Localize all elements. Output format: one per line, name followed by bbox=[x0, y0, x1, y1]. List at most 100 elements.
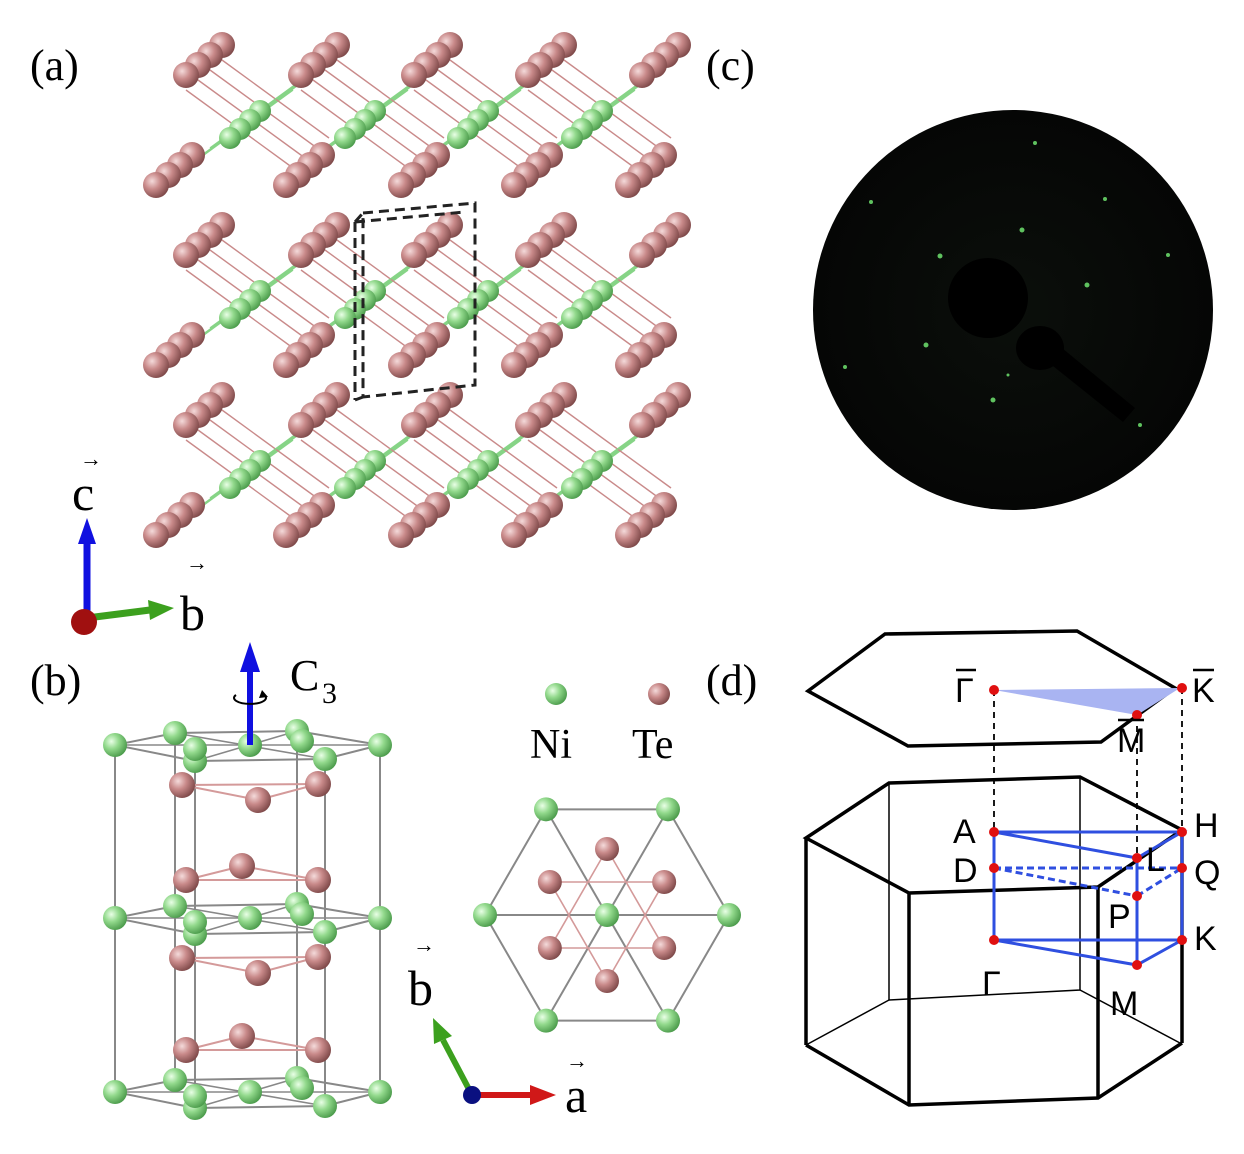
ni-atom bbox=[313, 1094, 337, 1118]
legend-te-label: Te bbox=[632, 722, 673, 768]
te-star-triangle bbox=[548, 881, 666, 983]
a-axis-label-b: a bbox=[565, 1067, 587, 1123]
ni-atom bbox=[447, 477, 469, 499]
te-atom bbox=[173, 62, 199, 88]
legend-te-sphere bbox=[648, 683, 670, 705]
te-atom bbox=[143, 352, 169, 378]
ni-atom bbox=[561, 477, 583, 499]
high-symmetry-path bbox=[992, 830, 1188, 967]
surface-bz-hexagon bbox=[804, 629, 1179, 748]
te-atom bbox=[288, 412, 314, 438]
te-atom bbox=[537, 936, 562, 960]
ni-atom bbox=[163, 894, 187, 918]
ni-atom bbox=[334, 477, 356, 499]
te-triangle bbox=[185, 864, 319, 881]
ni-atom bbox=[534, 1008, 558, 1033]
high-symmetry-points bbox=[989, 683, 1187, 970]
ni-atom bbox=[290, 902, 314, 926]
label-m-bar: M bbox=[1117, 722, 1145, 760]
ni-atom bbox=[219, 127, 241, 149]
panel-b-label: (b) bbox=[30, 656, 81, 705]
a-vector-arrow-b: → bbox=[566, 1048, 588, 1073]
point-q bbox=[1177, 863, 1187, 873]
panel-d-brillouin-zone: (d) bbox=[706, 629, 1220, 1107]
panel-b-unit-cell: (b) C 3 Ni Te b → a bbox=[30, 642, 741, 1123]
point-k bbox=[1177, 935, 1187, 945]
ni-atom bbox=[334, 127, 356, 149]
te-atom bbox=[515, 242, 541, 268]
te-atom bbox=[169, 772, 195, 798]
b-axis-label: b bbox=[180, 585, 205, 641]
te-atom bbox=[305, 867, 331, 893]
ni-atom bbox=[163, 1068, 187, 1092]
label-h: H bbox=[1194, 807, 1219, 845]
label-p: P bbox=[1108, 898, 1131, 936]
te-atom bbox=[273, 352, 299, 378]
te-atom bbox=[229, 853, 255, 879]
ni-atom bbox=[313, 920, 337, 944]
c-vector-arrow: → bbox=[80, 446, 102, 471]
ni-atom bbox=[534, 797, 558, 822]
te-atom bbox=[629, 242, 655, 268]
te-atom bbox=[273, 172, 299, 198]
te-atom bbox=[515, 412, 541, 438]
te-atom bbox=[401, 412, 427, 438]
ni-atom bbox=[290, 729, 314, 753]
point-h bbox=[1177, 827, 1187, 837]
electron-gun-shadow bbox=[948, 258, 1135, 422]
label-l: L bbox=[1146, 841, 1165, 879]
point-d bbox=[989, 863, 999, 873]
ni-atom bbox=[183, 910, 207, 934]
axes-indicator-b: b → a → bbox=[408, 932, 588, 1123]
ni-atom bbox=[717, 903, 741, 927]
ni-atom bbox=[219, 307, 241, 329]
te-atom bbox=[288, 62, 314, 88]
te-triangle bbox=[181, 783, 319, 802]
point-gamma-bar bbox=[989, 685, 999, 695]
te-atom bbox=[288, 242, 314, 268]
te-star-triangle bbox=[548, 847, 666, 949]
a-axis-dot bbox=[71, 609, 97, 635]
te-atom bbox=[388, 172, 414, 198]
c-axis-dot-b bbox=[463, 1086, 481, 1104]
diffraction-spots bbox=[843, 141, 1170, 427]
c-axis-arrowhead bbox=[78, 518, 96, 544]
b-axis-label-b: b bbox=[408, 960, 433, 1016]
te-atom bbox=[615, 352, 641, 378]
point-k-bar bbox=[1177, 683, 1187, 693]
b-axis-arrowhead-b bbox=[433, 1018, 452, 1044]
point-m-bar bbox=[1132, 710, 1142, 720]
point-l bbox=[1132, 853, 1142, 863]
point-m bbox=[1132, 960, 1142, 970]
te-atom bbox=[401, 62, 427, 88]
te-atom bbox=[173, 1037, 199, 1063]
b-vector-arrow-b: → bbox=[413, 932, 435, 957]
te-atom bbox=[537, 870, 562, 894]
point-gamma bbox=[989, 935, 999, 945]
te-atom bbox=[273, 522, 299, 548]
label-m: M bbox=[1110, 985, 1138, 1023]
label-k-bar: K bbox=[1192, 672, 1215, 710]
ni-atom bbox=[368, 906, 392, 930]
te-atom bbox=[305, 771, 331, 797]
ni-atom bbox=[473, 903, 497, 927]
unit-cell-dashed-box bbox=[353, 201, 477, 402]
panel-c-label: (c) bbox=[706, 41, 755, 90]
te-atom bbox=[245, 960, 271, 986]
label-a: A bbox=[953, 813, 976, 851]
c3-rotation-axis: C 3 bbox=[233, 642, 337, 745]
te-atom bbox=[629, 412, 655, 438]
te-atom bbox=[652, 936, 677, 960]
te-atom bbox=[615, 522, 641, 548]
te-atom bbox=[169, 945, 195, 971]
ni-atom bbox=[368, 1080, 392, 1104]
te-atom bbox=[173, 867, 199, 893]
point-p bbox=[1132, 891, 1142, 901]
ni-atom bbox=[219, 477, 241, 499]
c-axis-label: c bbox=[72, 465, 94, 521]
ni-atom bbox=[447, 127, 469, 149]
c3-subscript: 3 bbox=[322, 677, 337, 710]
projection-lines bbox=[993, 688, 1183, 858]
te-atom bbox=[143, 172, 169, 198]
